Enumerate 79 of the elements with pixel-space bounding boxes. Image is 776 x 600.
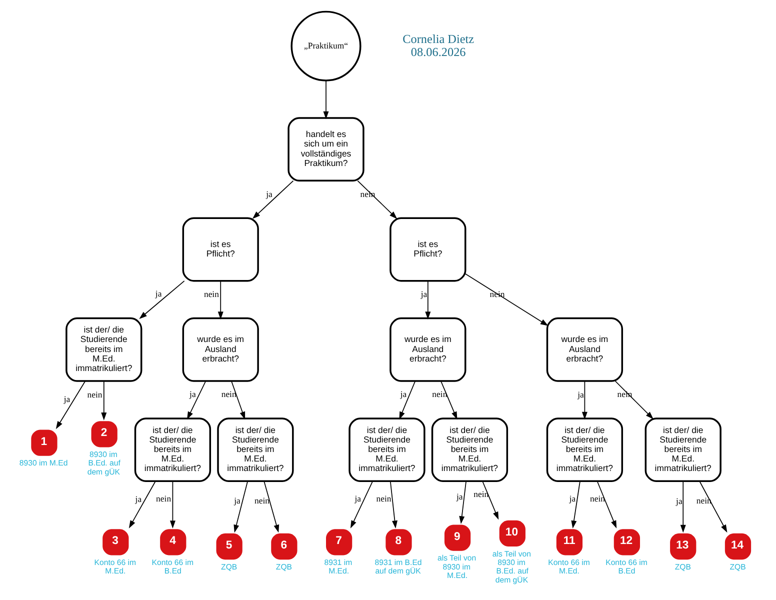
node-label: 8931 im B.Ed auf dem gÜK bbox=[374, 558, 422, 576]
node-label: als Teil von 8930 im B.Ed. auf dem gÜK bbox=[492, 549, 530, 584]
arrow bbox=[186, 380, 206, 420]
arrow bbox=[570, 480, 580, 528]
node-circle: „Praktikum“ bbox=[290, 10, 361, 82]
edge-label: nein bbox=[254, 496, 269, 506]
edge-label: ja bbox=[189, 389, 196, 400]
arrow bbox=[233, 480, 248, 533]
arrow bbox=[440, 380, 457, 420]
edge-label: ja bbox=[354, 494, 361, 504]
node-box: ist der/ die Studierende bereits im M.Ed. immatrikuliert? bbox=[216, 418, 294, 482]
arrow bbox=[680, 480, 686, 533]
arrow bbox=[263, 480, 279, 533]
edge-label: ja bbox=[154, 288, 162, 299]
edge-label: nein bbox=[473, 489, 488, 500]
node-label: 8931 im M.Ed. bbox=[324, 558, 352, 576]
node-label: Konto 66 im B.Ed bbox=[151, 558, 194, 576]
node-box: wurde es im Ausland erbracht? bbox=[389, 317, 466, 382]
node-box: wurde es im Ausland erbracht? bbox=[546, 317, 623, 382]
node-box: ist der/ die Studierende bereits im M.Ed. immatrikuliert? bbox=[134, 418, 211, 482]
node-box: handelt es sich um ein vollständiges Praktikum? bbox=[287, 117, 364, 182]
arrow bbox=[458, 480, 466, 524]
edge-label: ja bbox=[400, 389, 406, 400]
arrow bbox=[698, 480, 727, 533]
edge-label: nein bbox=[376, 494, 391, 504]
arrow bbox=[128, 480, 156, 528]
node-label: ZQB bbox=[729, 562, 746, 572]
node-label: Konto 66 im M.Ed. bbox=[94, 558, 136, 576]
arrow bbox=[614, 380, 653, 420]
arrow bbox=[581, 380, 587, 420]
arrow bbox=[424, 280, 430, 320]
edge-label: ja bbox=[266, 188, 272, 199]
edge-label: ja bbox=[420, 289, 427, 300]
edge-label: ja bbox=[577, 389, 584, 400]
node-label: ZQB bbox=[674, 562, 690, 572]
edge-label: nein bbox=[590, 494, 605, 504]
arrow bbox=[350, 480, 373, 528]
arrow bbox=[398, 380, 416, 420]
node-box: ist der/ die Studierende bereits im M.Ed. immatrikuliert? bbox=[348, 418, 425, 482]
edge-label: nein bbox=[432, 389, 447, 400]
node-label: 8930 im B.Ed. auf dem gÜK bbox=[86, 450, 120, 476]
arrow bbox=[230, 380, 245, 420]
node-label: ZQB bbox=[220, 562, 237, 572]
arrow bbox=[482, 480, 498, 520]
arrow bbox=[138, 280, 184, 320]
node-label: ZQB bbox=[275, 562, 292, 572]
edge-label: nein bbox=[156, 494, 171, 504]
label: Cornelia Dietz bbox=[402, 32, 474, 46]
node-box: ist der/ die Studierende bereits im M.Ed. immatrikuliert? bbox=[65, 317, 142, 382]
edge-label: nein bbox=[86, 390, 102, 400]
node-label: Konto 66 im M.Ed. bbox=[548, 558, 590, 576]
edge-label: nein bbox=[220, 388, 236, 399]
node-label: als Teil von 8930 im M.Ed. bbox=[436, 554, 476, 580]
node-box: ist der/ die Studierende bereits im M.Ed. immatrikuliert? bbox=[430, 418, 508, 482]
edge-label: ja bbox=[134, 494, 142, 504]
label: 08.06.2026 bbox=[410, 44, 466, 59]
arrow bbox=[596, 480, 616, 528]
node-box: ist der/ die Studierende bereits im M.Ed. immatrikuliert? bbox=[546, 418, 623, 482]
node-label: Konto 66 im B.Ed bbox=[605, 558, 647, 576]
arrow bbox=[356, 180, 397, 219]
edge-label: ja bbox=[234, 496, 240, 506]
arrow bbox=[464, 274, 548, 326]
node-box: ist es Pflicht? bbox=[389, 217, 466, 282]
edge-label: ja bbox=[568, 494, 576, 504]
arrow bbox=[100, 380, 106, 420]
node-box: ist es Pflicht? bbox=[182, 217, 258, 282]
edge-label: nein bbox=[203, 289, 218, 300]
node-box: ist der/ die Studierende bereits im M.Ed. immatrikuliert? bbox=[644, 418, 721, 482]
node-box: wurde es im Ausland erbracht? bbox=[182, 317, 258, 382]
edge-label: ja bbox=[456, 491, 462, 502]
edge-label: ja bbox=[676, 496, 682, 506]
arrow bbox=[217, 280, 223, 320]
arrow bbox=[252, 180, 294, 219]
arrow bbox=[322, 80, 328, 120]
edge-label: ja bbox=[63, 394, 70, 404]
arrow bbox=[169, 480, 175, 528]
arrow bbox=[55, 380, 86, 430]
node-label: 8930 im M.Ed bbox=[18, 458, 68, 468]
arrow bbox=[389, 480, 397, 528]
